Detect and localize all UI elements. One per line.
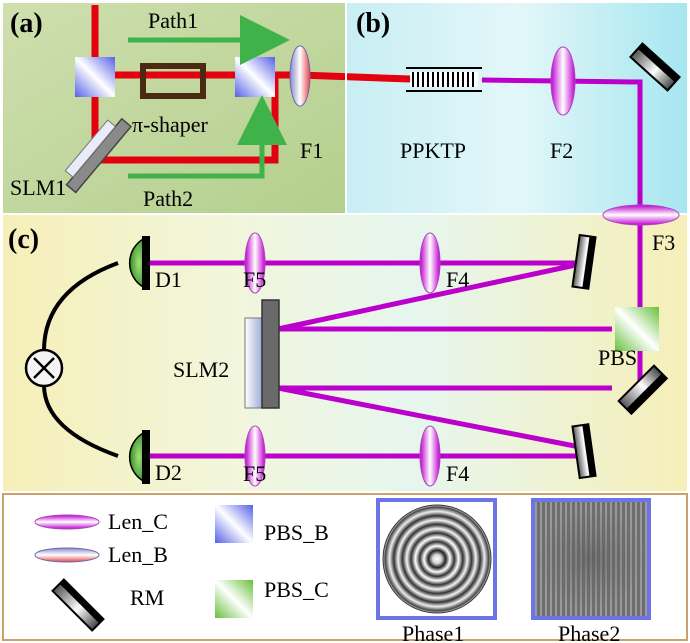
- d1-label: D1: [155, 267, 182, 292]
- legend-pbs-c-symbol: [215, 580, 253, 618]
- f5-label-top: F5: [243, 267, 266, 292]
- f3-label: F3: [652, 230, 675, 255]
- ppktp-label: PPKTP: [400, 138, 466, 163]
- panel-b-background: [347, 3, 687, 213]
- phase2-label: Phase2: [558, 621, 620, 643]
- pbs-left: [75, 57, 115, 97]
- phase1-label: Phase1: [402, 621, 464, 643]
- f5-lens-top: [244, 232, 266, 294]
- pi-shaper-box: [140, 63, 206, 99]
- phase1-image: [383, 505, 491, 613]
- mirror-bottom-right: [571, 423, 597, 480]
- panel-c-tag: (c): [8, 224, 39, 255]
- f4-label-top: F4: [446, 267, 469, 292]
- phase2-image: [539, 511, 643, 607]
- detector-d1: [128, 236, 150, 290]
- legend-rm-symbol: [51, 578, 105, 632]
- f5-lens-bottom: [244, 425, 266, 487]
- f5-label-bottom: F5: [243, 461, 266, 486]
- panel-a: (a) Path1 π-shaper F1 SLM1 Path2: [10, 5, 411, 211]
- panel-a-tag: (a): [10, 8, 43, 39]
- f1-lens: [289, 45, 311, 107]
- mirror-pbs: [617, 364, 669, 416]
- d2-label: D2: [155, 460, 182, 485]
- legend-len-c: Len_C: [108, 509, 168, 534]
- legend-len-c-symbol: [34, 514, 100, 530]
- slm1-device: [64, 117, 133, 194]
- legend-pbs-c: PBS_C: [264, 577, 329, 602]
- panel-c: F3 PBS SLM2: [8, 204, 680, 487]
- f4-lens-bottom: [419, 425, 441, 487]
- slm1-label: SLM1: [10, 175, 66, 200]
- legend-len-b-symbol: [34, 547, 100, 563]
- f4-label-bottom: F4: [446, 461, 469, 486]
- ppktp-crystal: [406, 67, 482, 92]
- f1-label: F1: [300, 138, 323, 163]
- path2-label: Path2: [143, 186, 193, 211]
- f4-lens-top: [419, 232, 441, 294]
- pbs-c-cube: [615, 307, 659, 351]
- magenta-beam-b: [481, 77, 643, 215]
- pbs-right: [235, 57, 275, 97]
- panel-b-tag: (b): [356, 8, 390, 39]
- legend-len-b: Len_B: [108, 542, 168, 567]
- legend: Len_C Len_B RM PBS_B PBS_C Phase1 Phase2: [34, 498, 651, 643]
- f3-lens: [602, 204, 680, 226]
- slm2-device: [244, 299, 280, 409]
- panel-b: (b) PPKTP F2: [356, 8, 682, 215]
- legend-pbs-b: PBS_B: [264, 520, 329, 545]
- path2-arrow: [128, 95, 287, 179]
- legend-pbs-b-symbol: [215, 505, 253, 543]
- pi-shaper-label: π-shaper: [132, 112, 209, 137]
- f2-lens: [550, 46, 576, 116]
- detector-d2: [128, 430, 150, 484]
- slm2-label: SLM2: [173, 357, 229, 382]
- path1-label: Path1: [148, 8, 198, 33]
- f2-label: F2: [550, 138, 573, 163]
- legend-rm: RM: [130, 585, 164, 610]
- mirror-top-right: [571, 233, 597, 290]
- pbs-label: PBS: [598, 345, 637, 370]
